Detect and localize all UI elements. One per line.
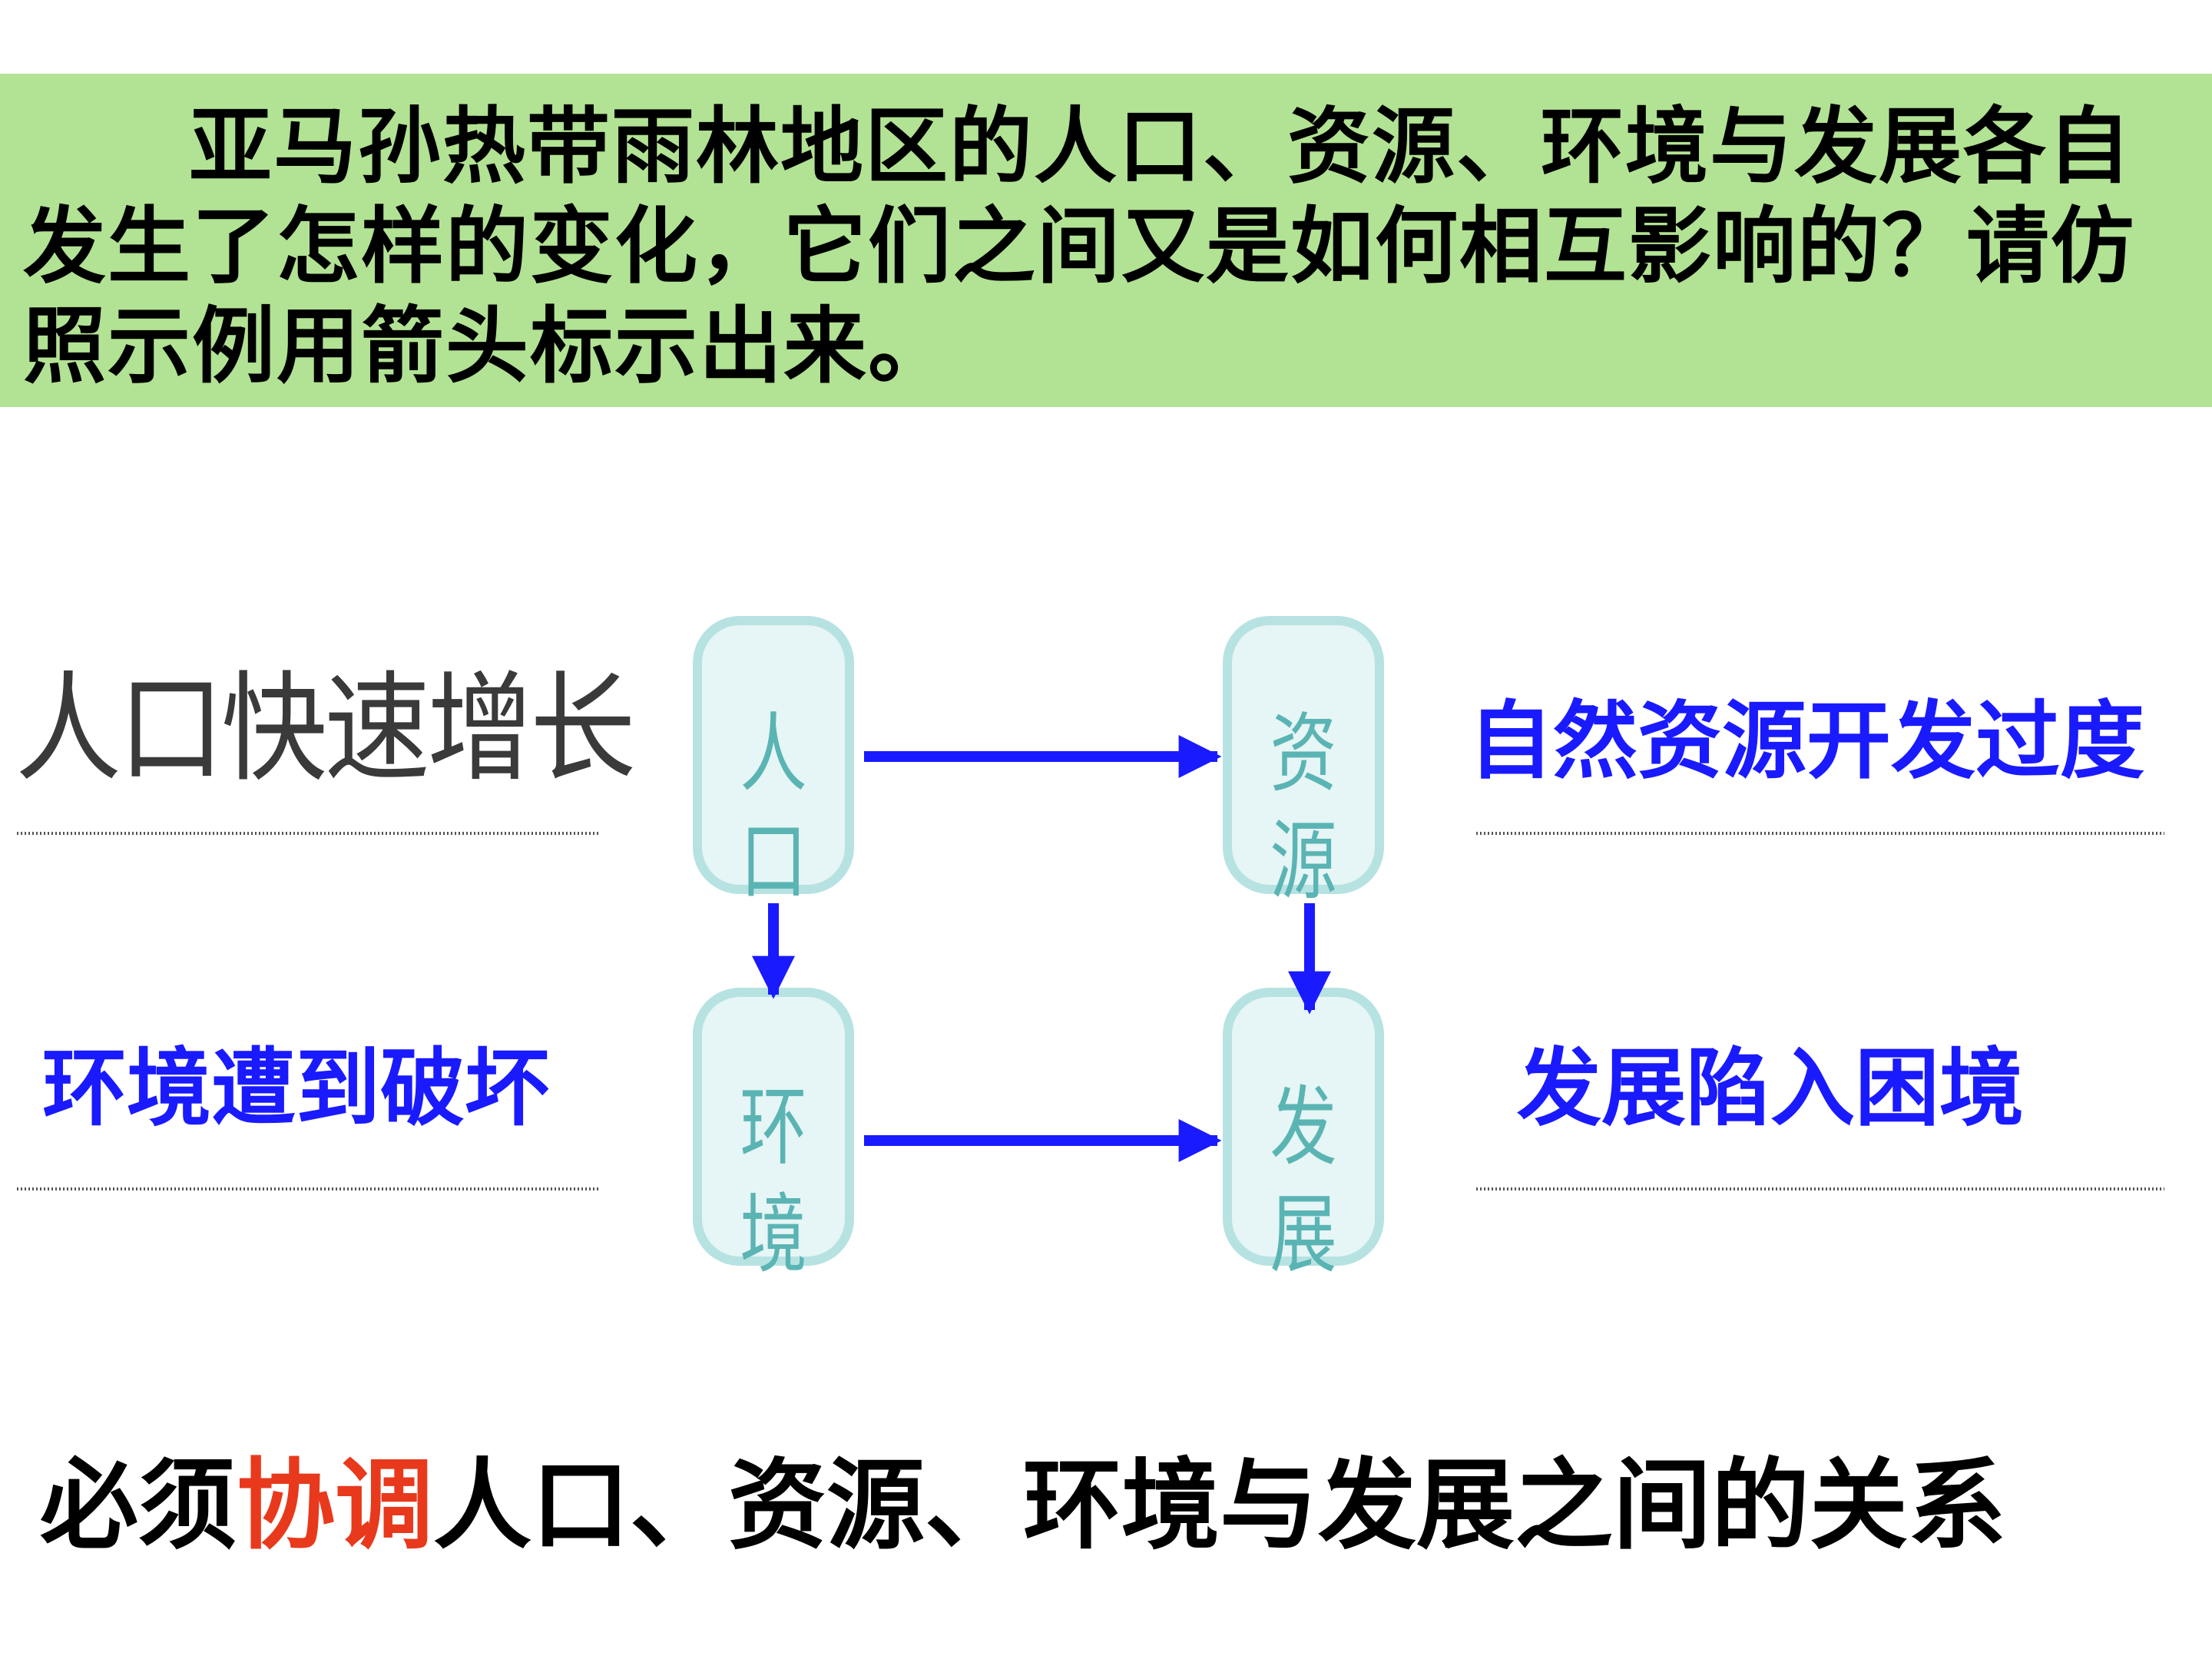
question-text: 亚马孙热带雨林地区的人口、资源、环境与发展各自发生了怎样的变化，它们之间又是如何… xyxy=(23,98,2136,395)
box-population xyxy=(693,616,854,894)
question-banner: 亚马孙热带雨林地区的人口、资源、环境与发展各自发生了怎样的变化，它们之间又是如何… xyxy=(0,74,2212,407)
box-label-environment: 环境 xyxy=(740,1078,807,1285)
box-label-resources: 资源 xyxy=(1270,704,1337,912)
answer-resources: 自然资源开发过度 xyxy=(1469,692,2144,790)
answer-environment: 环境遭到破坏 xyxy=(42,1039,549,1137)
box-label-population: 人口 xyxy=(740,704,807,912)
conclusion-prefix: 必须 xyxy=(40,1448,237,1563)
conclusion-highlight: 协调 xyxy=(237,1448,434,1563)
answer-population-handwritten: 人口快速增长 xyxy=(15,659,636,799)
conclusion-text: 必须协调人口、资源、环境与发展之间的关系 xyxy=(40,1444,2006,1567)
box-resources xyxy=(1223,616,1384,894)
answer-development: 发展陷入困境 xyxy=(1517,1039,2024,1137)
box-label-development: 发展 xyxy=(1270,1078,1337,1285)
conclusion-suffix: 人口、资源、环境与发展之间的关系 xyxy=(433,1448,2007,1563)
